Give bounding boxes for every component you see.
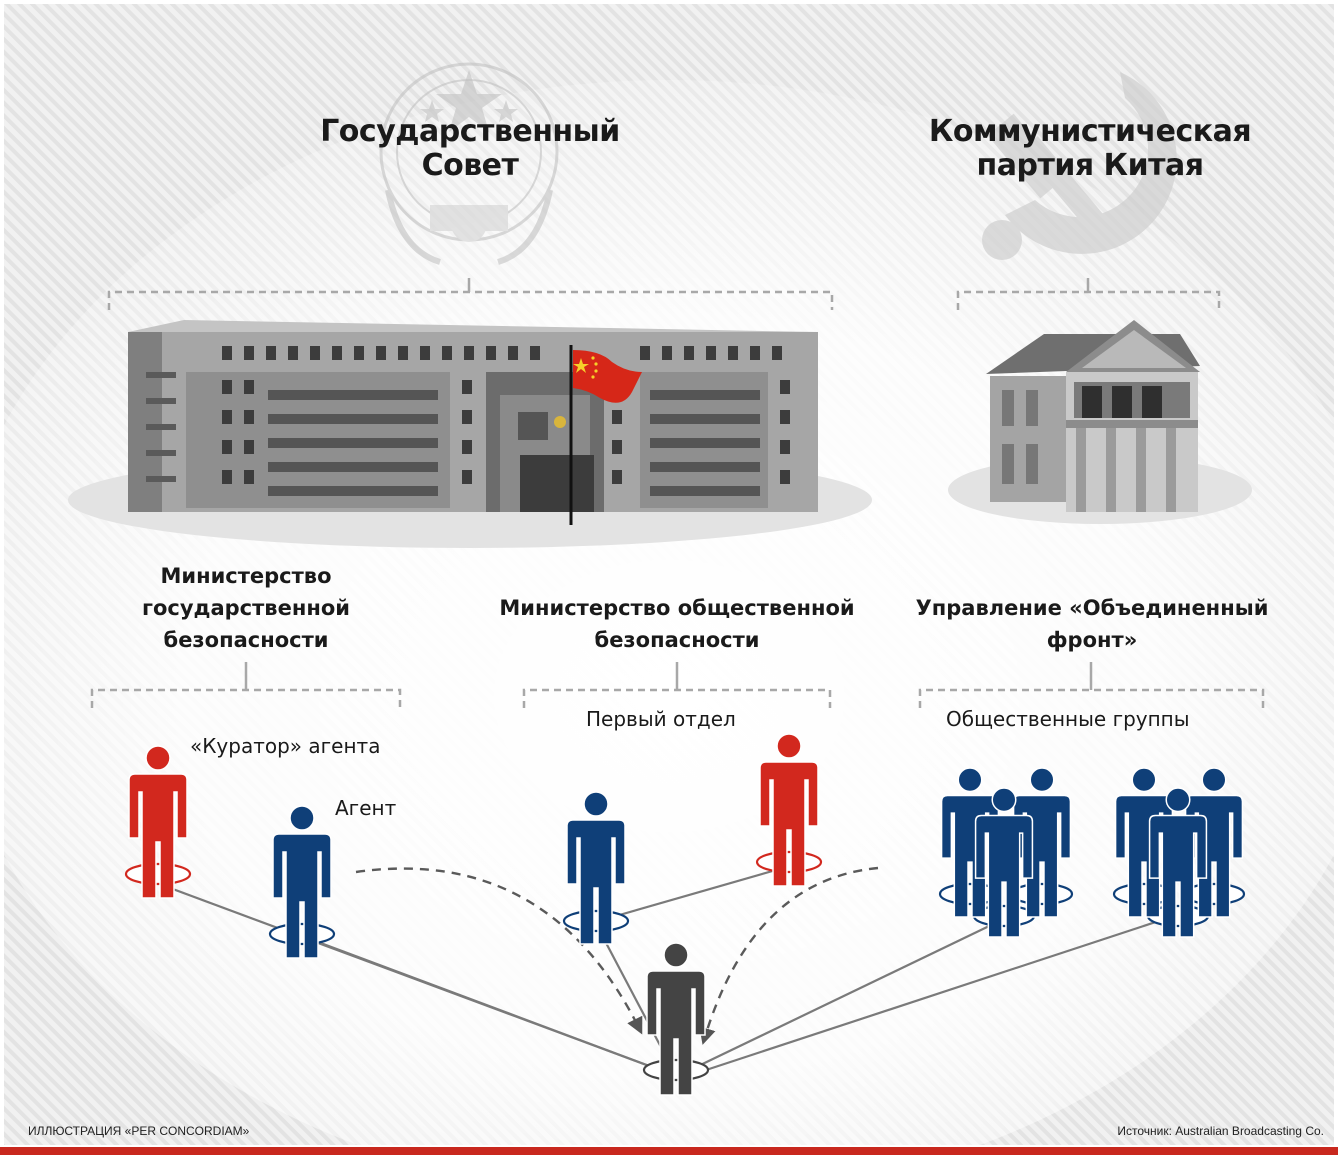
connector-stems — [244, 278, 1093, 690]
state-council-building — [68, 320, 872, 548]
person-handler — [128, 745, 188, 899]
person-group1-c — [974, 787, 1034, 938]
label-social-groups: Общественные группы — [946, 707, 1190, 731]
bottom-bar — [0, 1147, 1338, 1155]
hammer-sickle-icon — [982, 72, 1177, 260]
state-emblem-icon — [379, 62, 559, 265]
title-state-council: Государственный Совет — [320, 114, 620, 183]
source-note: Источник: Australian Broadcasting Co. — [1117, 1124, 1324, 1138]
network-links — [161, 864, 1181, 1074]
person-agent — [272, 805, 332, 959]
person-first-bureau-officer — [566, 791, 626, 945]
party-building — [948, 320, 1252, 524]
emblem-stars — [420, 70, 518, 132]
china-flag-icon — [569, 345, 642, 525]
label-mss: Министерство государственной безопасност… — [141, 564, 350, 652]
label-ufwd: Управление «Объединенный фронт» — [915, 596, 1269, 652]
label-mps: Министерство общественной безопасности — [499, 596, 855, 652]
label-agent: Агент — [335, 796, 397, 820]
person-group2-c — [1148, 787, 1208, 938]
title-ccp: Коммунистическая партия Китая — [928, 114, 1252, 183]
person-first-bureau-officer-red — [759, 733, 819, 887]
person-target — [646, 942, 706, 1096]
label-first-bureau: Первый отдел — [586, 707, 736, 731]
label-handler: «Куратор» агента — [190, 734, 381, 758]
people-layer — [128, 733, 1244, 1096]
approach-arrows — [355, 866, 879, 1045]
illustration-credit: ИЛЛЮСТРАЦИЯ «PER CONCORDIAM» — [28, 1124, 250, 1138]
